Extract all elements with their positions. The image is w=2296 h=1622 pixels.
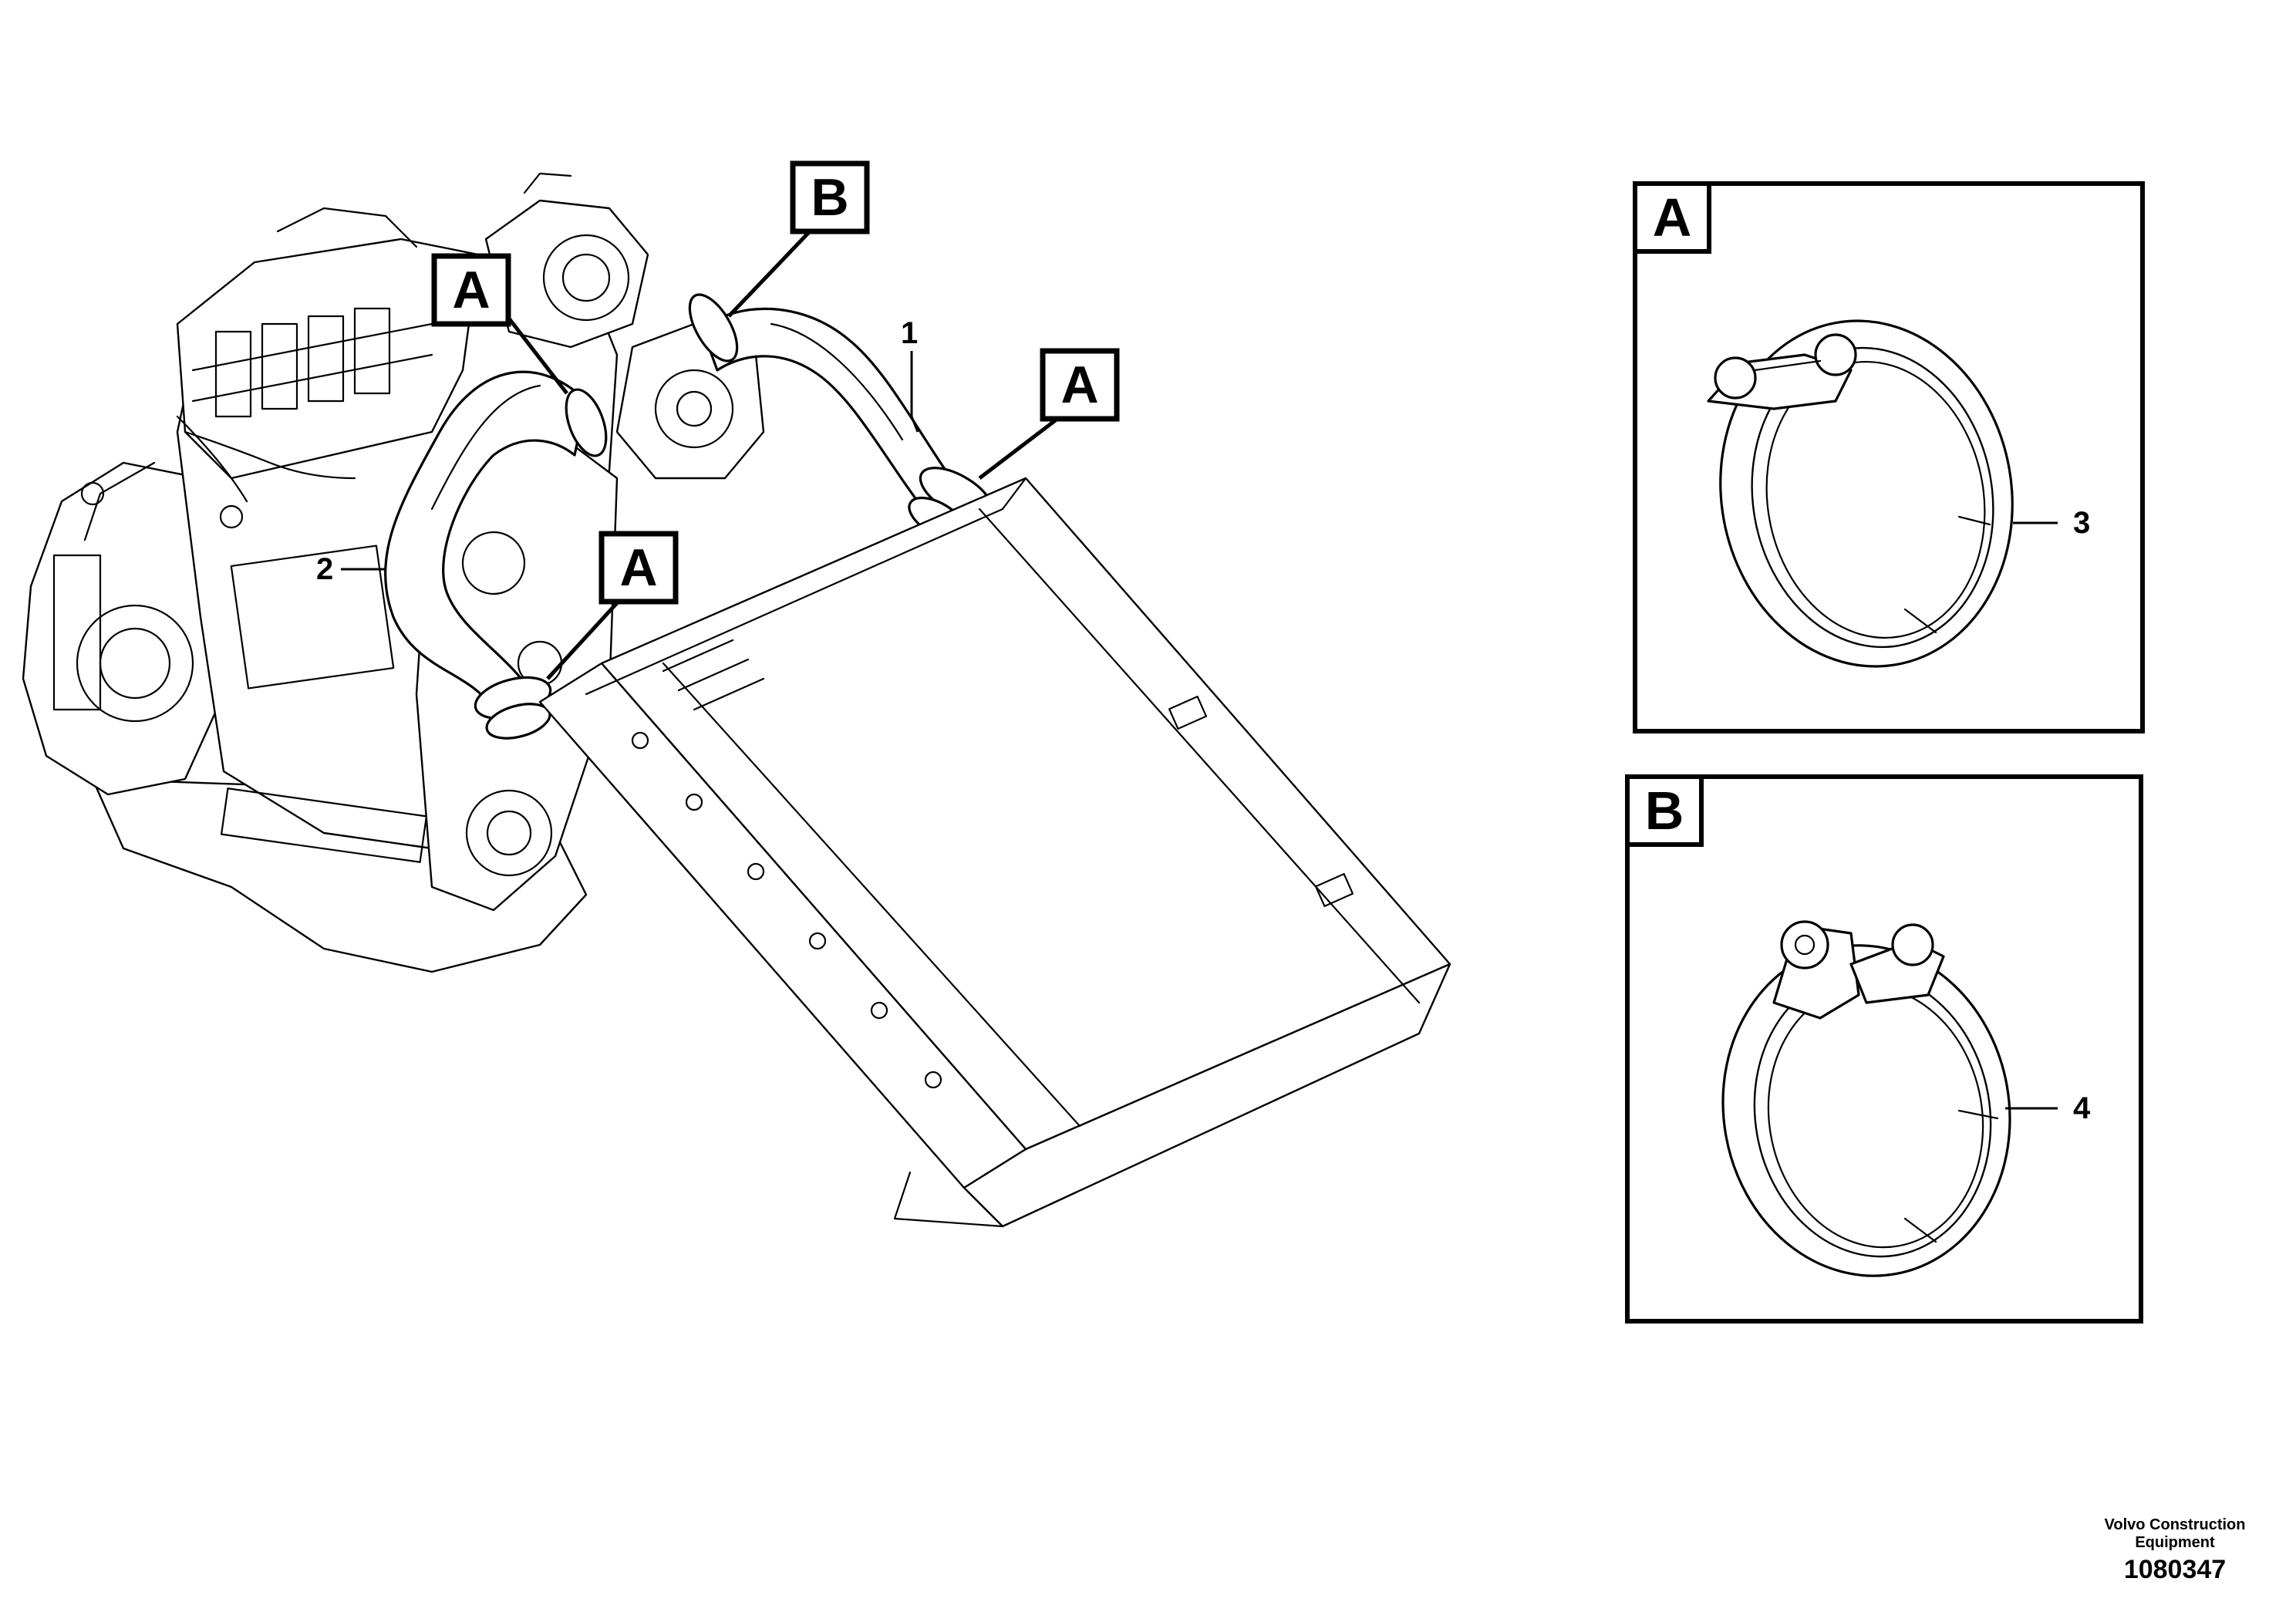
svg-text:A: A bbox=[1060, 356, 1098, 414]
detail-view-b: B 4 bbox=[1625, 774, 2143, 1324]
callout-a-turbo-hose: A bbox=[431, 253, 511, 327]
document-number: 1080347 bbox=[2123, 1555, 2227, 1584]
charge-air-cooler bbox=[538, 477, 1451, 1228]
svg-text:A: A bbox=[619, 538, 657, 597]
v-band-clamp-4 bbox=[1721, 920, 2011, 1277]
detail-b-tab: B bbox=[1625, 774, 1704, 847]
part-number-labels: 1 2 bbox=[316, 316, 919, 586]
hose-2 bbox=[384, 370, 608, 740]
detail-b-part-number: 4 bbox=[2073, 1091, 2091, 1125]
callout-a-cooler-outlet: A bbox=[598, 531, 679, 605]
svg-text:B: B bbox=[811, 168, 848, 227]
svg-text:A: A bbox=[1653, 187, 1692, 248]
svg-text:B: B bbox=[1645, 781, 1684, 841]
detail-view-a: A 3 3 bbox=[1633, 181, 2145, 733]
part-number-2: 2 bbox=[316, 552, 333, 586]
callout-b-turbo-outlet: B bbox=[790, 160, 870, 234]
detail-a-tab: A bbox=[1633, 181, 1711, 254]
company-name: Volvo Construction Equipment bbox=[2104, 1516, 2246, 1551]
svg-text:A: A bbox=[452, 261, 490, 319]
v-band-clamp-3 bbox=[1707, 319, 2014, 668]
part-number-1: 1 bbox=[901, 316, 918, 350]
callout-a-cooler-inlet: A bbox=[1040, 348, 1120, 422]
detail-a-part-number: 3 bbox=[2073, 506, 2090, 540]
